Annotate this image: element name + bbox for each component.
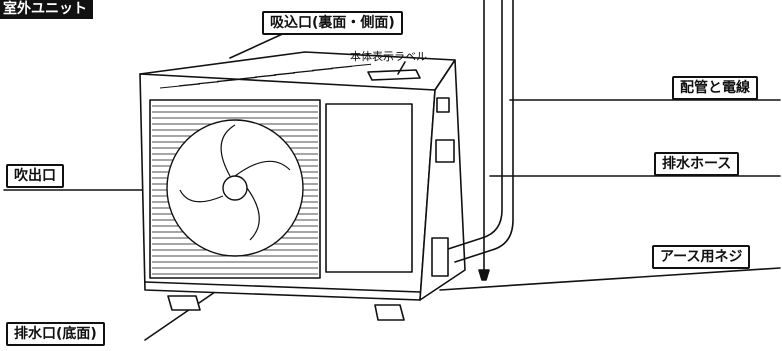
- valve-block: [431, 237, 449, 277]
- foot-right: [374, 304, 405, 321]
- callout-piping: 配管と電線: [672, 76, 758, 100]
- fan-circle: [166, 119, 304, 257]
- pipe-2: [454, 0, 514, 263]
- top-vent-slats: [159, 63, 372, 89]
- leader-drain-outlet: [144, 291, 216, 341]
- service-panel: [325, 103, 413, 273]
- callout-outlet: 吹出口: [6, 164, 64, 188]
- foot-left: [167, 295, 201, 311]
- callout-drain-outlet: 排水口(底面): [6, 322, 105, 346]
- side-handle: [436, 97, 450, 113]
- nameplate-shape: [367, 69, 421, 81]
- callout-intake: 吸込口(裏面・側面): [262, 11, 403, 35]
- callout-ground-screw: アース用ネジ: [652, 245, 751, 269]
- title-badge: 室外ユニット: [0, 0, 93, 19]
- side-fitting: [435, 139, 455, 163]
- pipe-1: [444, 0, 503, 251]
- callout-drain-hose: 排水ホース: [654, 152, 740, 176]
- leader-ground-screw: [439, 267, 781, 291]
- unit-front-lip: [144, 281, 421, 293]
- callout-nameplate: 本体表示ラベル: [350, 50, 427, 63]
- vent-slat: [330, 63, 372, 69]
